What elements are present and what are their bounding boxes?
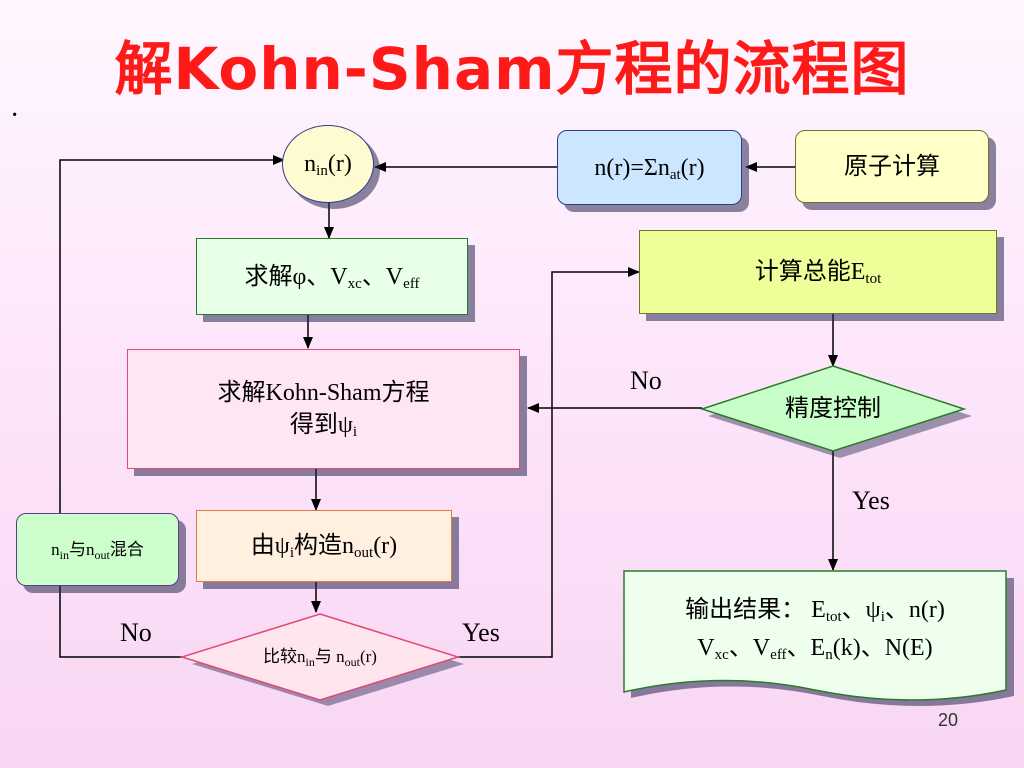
nout-mid-text: 构造n [294,533,355,559]
mix-p3-text: 混合 [109,539,144,559]
output-l2-s1: xc [714,647,729,663]
solve-mid-text: 、V [361,263,404,290]
precision-text: 精度控制 [785,396,881,422]
compare-no-label: No [120,618,152,647]
compare-p2-text: 与 n [314,647,345,666]
output-l2-s2: eff [770,647,787,663]
page-number: 20 [938,710,959,730]
ks-equation-box: 求解Kohn-Sham方程 得到ψi [127,349,520,469]
ks-line2-pre-text: 得到ψ [289,412,353,438]
energy-pre-text: 计算总能E [754,259,866,285]
nin-main-text: n [304,151,317,177]
atom-calc-text: 原子计算 [844,153,940,180]
nout-sub1-text: i [289,545,295,561]
precision-diamond-label: 精度控制 [702,392,964,426]
nout-construct-box: 由ψi构造nout(r) [196,510,452,582]
nin-tail-text: (r) [327,151,352,177]
output-l1-mid: 、ψ [841,597,881,623]
nin-sub-text: in [316,163,328,179]
atom-calc-box: 原子计算 [795,130,989,203]
arrow-compare-no-loop [59,155,285,658]
nin-circle: nin(r) [282,125,374,203]
output-l1-s1: tot [825,609,842,625]
precision-no-label: No [630,366,662,395]
output-results-text: 输出结果： Etot、ψi、n(r) Vxc、Veff、En(k)、N(E) [624,586,1006,672]
compare-p1-text: 比较n [263,647,306,666]
solve-potential-box: 求解φ、Vxc、Veff [196,238,468,315]
compare-s1-text: in [305,655,315,669]
output-l2-s3: n [825,647,833,663]
solve-sub2-text: eff [403,275,420,292]
energy-sub-text: tot [865,271,882,287]
output-l2-p4: (k)、N(E) [832,635,933,661]
precision-diamond [699,365,967,452]
compare-yes-label: Yes [462,618,500,647]
mix-p1-text: n [51,539,60,559]
mix-s1-text: in [59,547,69,562]
output-l1-pre: 输出结果： E [685,597,826,623]
page-title: 解Kohn-Sham方程的流程图 [114,35,910,103]
output-l1-s2: i [880,609,885,625]
output-l2-p2: 、V [728,635,771,661]
compare-diamond-label: 比较nin与 nout(r) [182,640,458,674]
compare-diamond [179,613,461,701]
mix-p2-text: 与n [69,539,95,559]
solve-pre-text: 求解φ、V [244,263,348,290]
nout-pre-text: 由ψ [250,533,290,559]
output-l2-p1: V [697,635,715,661]
density-sub-text: at [669,166,681,183]
density-tail-text: (r) [680,154,705,181]
solve-sub1-text: xc [347,275,362,292]
bullet-dot: · [10,100,20,131]
mix-density-box: nin与nout混合 [16,513,179,586]
arrow-compare-yes-to-energy [458,267,640,658]
ks-line2-sub-text: i [352,424,358,440]
mix-s2-text: out [94,547,110,562]
output-l2-p3: 、E [786,635,826,661]
density-main-text: n(r)=Σn [594,154,670,181]
precision-yes-label: Yes [852,486,890,515]
compare-s2-text: out [344,655,360,669]
total-energy-box: 计算总能Etot [639,230,997,314]
density-sum-box: n(r)=Σnat(r) [557,130,742,205]
compare-p3-text: (r) [359,647,377,666]
output-l1-tail: 、n(r) [884,597,945,623]
nout-sub2-text: out [354,545,374,561]
nout-tail-text: (r) [373,533,398,559]
ks-line1-text: 求解Kohn-Sham方程 [217,380,430,406]
